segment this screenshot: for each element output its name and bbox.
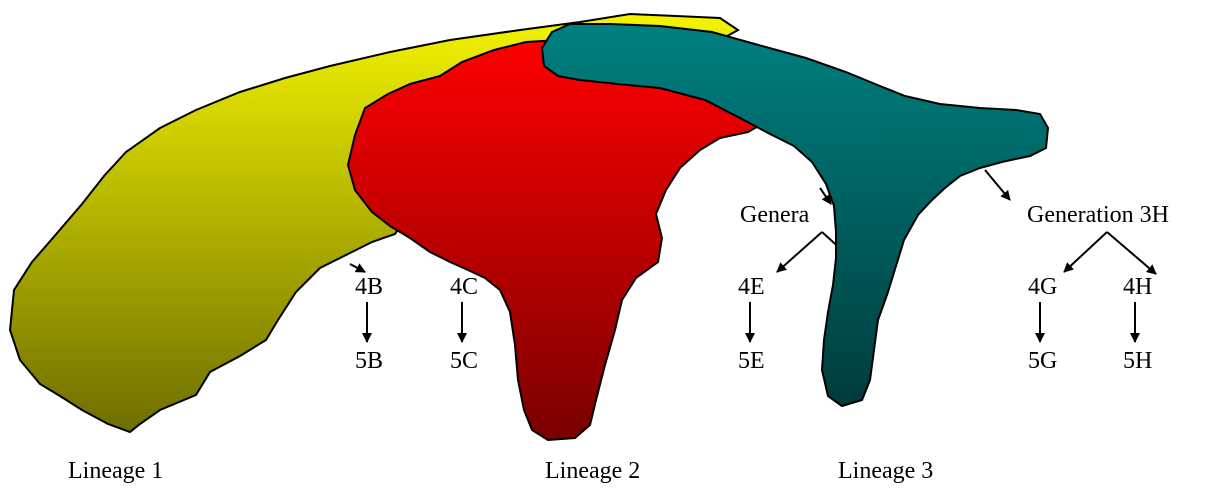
generation-3h-label: Generation 3H <box>1027 202 1169 228</box>
arrow-gen3-4e <box>777 232 822 272</box>
node-4b: 4B <box>355 274 383 300</box>
lineage-2-label: Lineage 2 <box>545 458 640 484</box>
lineage-1-label: Lineage 1 <box>68 458 163 484</box>
node-5e: 5E <box>738 348 765 374</box>
node-5g: 5G <box>1028 348 1057 374</box>
lineage-2-shape <box>348 40 762 440</box>
node-4c: 4C <box>450 274 478 300</box>
node-4g: 4G <box>1028 274 1057 300</box>
node-5b: 5B <box>355 348 383 374</box>
node-5c: 5C <box>450 348 478 374</box>
node-4e: 4E <box>738 274 765 300</box>
arrow-3h-4g <box>1064 232 1107 272</box>
node-5h: 5H <box>1123 348 1152 374</box>
generation-3-partial-label: Genera <box>740 202 810 228</box>
arrow-to-generation-3h <box>985 170 1010 200</box>
arrow-3h-4h <box>1107 232 1156 274</box>
node-4h: 4H <box>1123 274 1152 300</box>
arrow-to-4b <box>350 264 365 272</box>
lineage-3-label: Lineage 3 <box>838 458 933 484</box>
